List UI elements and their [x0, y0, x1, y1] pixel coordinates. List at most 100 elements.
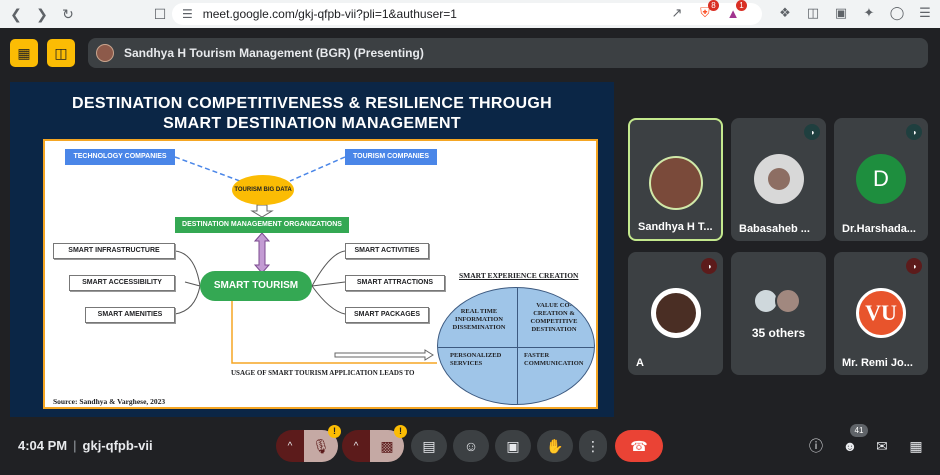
people-count-badge: 41 [850, 424, 868, 437]
diagram-connectors [174, 156, 437, 364]
sidebar-icon[interactable]: ◫ [806, 5, 820, 20]
rewards-badge: 1 [736, 0, 747, 11]
mic-control-group: ^ 🎙 ! [276, 425, 341, 462]
participant-name: Babasaheb ... [739, 223, 810, 235]
leo-icon[interactable]: ✦ [863, 5, 875, 20]
smart-packages-box: SMART PACKAGES [345, 307, 429, 323]
apps-grid-icon: ▦ [909, 437, 923, 454]
people-button[interactable]: ☻ [840, 436, 860, 456]
smart-activities-box: SMART ACTIVITIES [345, 243, 429, 259]
participant-tile-remi[interactable]: ◑ VU Mr. Remi Jo... [834, 252, 928, 375]
pop-out-icon: ◫ [54, 44, 68, 61]
participant-avatar: VU [856, 288, 906, 338]
shield-count-badge: 8 [708, 0, 719, 11]
participant-tile-babasaheb[interactable]: ◑ Babasaheb ... [731, 118, 826, 241]
address-bar[interactable]: ☰ meet.google.com/gkj-qfpb-vii?pli=1&aut… [172, 3, 762, 25]
slide-title-line1: DESTINATION COMPETITIVENESS & RESILIENCE… [72, 95, 552, 112]
current-time: 4:04 PM [18, 438, 68, 453]
browser-toolbar: ❮ ❯ ↻ ☐ ☰ meet.google.com/gkj-qfpb-vii?p… [0, 0, 940, 28]
vpn-icon[interactable]: ◯ [889, 5, 905, 20]
brave-shield-icon[interactable]: ⛨8 [696, 0, 719, 22]
slide-title-line2: SMART DESTINATION MANAGEMENT [163, 115, 461, 132]
url-text: meet.google.com/gkj-qfpb-vii?pli=1&authu… [202, 7, 457, 21]
browser-actions: ↗ ⛨8 ▲1 ❖ ◫ ▣ ✦ ◯ ☰ [668, 0, 934, 22]
chat-button[interactable]: ✉ [872, 436, 892, 456]
mic-warning-icon: ! [328, 425, 341, 438]
smart-amenities-box: SMART AMENITIES [85, 307, 175, 323]
others-avatar-2 [775, 288, 801, 314]
participant-tile-others[interactable]: 35 others [731, 252, 826, 375]
participant-name: Mr. Remi Jo... [842, 357, 913, 369]
quadrant-personalized: PERSONALIZED SERVICES [450, 352, 502, 367]
technology-companies-box: TECHNOLOGY COMPANIES [65, 149, 175, 165]
more-options-button[interactable]: ⋮ [579, 430, 607, 462]
quadrant-faster-communication: FASTER COMMUNICATION [524, 352, 584, 367]
meeting-details-button[interactable]: ⓘ [806, 436, 826, 456]
participant-name: Dr.Harshada... [842, 223, 916, 235]
quadrant-value-co-creation: VALUE CO-CREATION & COMPETITIVE DESTINAT… [530, 302, 578, 333]
camera-options-chevron-icon[interactable]: ^ [342, 430, 370, 462]
site-settings-icon[interactable]: ☰ [182, 7, 193, 21]
reload-icon[interactable]: ↻ [62, 5, 74, 22]
people-icon: ☻ [842, 438, 858, 454]
camera-toggle-button[interactable]: ▩ ! [370, 425, 407, 462]
participant-avatar [650, 288, 701, 338]
menu-icon[interactable]: ☰ [919, 5, 931, 20]
participant-initial: VU [865, 300, 897, 325]
smart-attractions-box: SMART ATTRACTIONS [345, 275, 445, 291]
presenter-label: Sandhya H Tourism Management (BGR) (Pres… [124, 46, 424, 60]
participant-avatar: D [856, 154, 906, 204]
reactions-button[interactable]: ☺ [453, 430, 489, 462]
participant-avatar [753, 154, 804, 204]
wallet-icon[interactable]: ▣ [834, 5, 848, 20]
hide-pane-icon: ▦ [17, 44, 31, 61]
mic-off-icon: 🎙 [312, 437, 330, 454]
usage-text: USAGE OF SMART TOURISM APPLICATION LEADS… [231, 369, 415, 377]
hide-presentation-button[interactable]: ▦ [10, 39, 38, 67]
others-label: 35 others [751, 326, 806, 340]
forward-icon[interactable]: ❯ [36, 5, 48, 22]
participant-initial: D [873, 166, 889, 191]
mic-off-icon: ◑ [906, 258, 922, 274]
tourism-companies-box: TOURISM COMPANIES [345, 149, 437, 165]
share-icon[interactable]: ↗ [671, 5, 683, 20]
mic-off-icon: ◑ [804, 124, 820, 140]
captions-button[interactable]: ▤ [411, 430, 447, 462]
captions-icon: ▤ [422, 437, 436, 454]
meeting-code: gkj-qfpb-vii [82, 438, 153, 453]
tourism-big-data-ellipse: TOURISM BIG DATA [232, 175, 294, 205]
brave-rewards-icon[interactable]: ▲1 [724, 0, 747, 22]
back-icon[interactable]: ❮ [10, 5, 22, 22]
mic-off-icon: ◑ [701, 258, 717, 274]
more-vert-icon: ⋮ [586, 437, 600, 454]
camera-off-icon: ▩ [380, 437, 394, 454]
quadrant-real-time: REAL TIME INFORMATION DISSEMINATION [452, 308, 506, 331]
activities-button[interactable]: ▦ [906, 436, 926, 456]
slide-title: DESTINATION COMPETITIVENESS & RESILIENCE… [10, 94, 614, 134]
camera-control-group: ^ ▩ ! [342, 425, 407, 462]
mic-off-icon: ◑ [906, 124, 922, 140]
hand-icon: ✋ [546, 437, 564, 454]
participant-name: A [636, 357, 644, 369]
participant-tile-a[interactable]: ◑ A [628, 252, 723, 375]
dmo-box: DESTINATION MANAGEMENT ORGANIZATIONS [175, 217, 349, 233]
bookmark-icon[interactable]: ☐ [153, 5, 167, 22]
extensions-icon[interactable]: ❖ [779, 5, 791, 20]
presenter-bar: Sandhya H Tourism Management (BGR) (Pres… [88, 38, 928, 68]
pop-out-button[interactable]: ◫ [47, 39, 75, 67]
raise-hand-button[interactable]: ✋ [537, 430, 573, 462]
present-button[interactable]: ▣ [495, 430, 531, 462]
smart-tourism-node: SMART TOURISM [200, 271, 312, 301]
presenter-avatar [96, 44, 114, 62]
smart-infrastructure-box: SMART INFRASTRUCTURE [53, 243, 175, 259]
participant-tile-sandhya[interactable]: Sandhya H T... [628, 118, 723, 241]
slide-diagram: TECHNOLOGY COMPANIES TOURISM COMPANIES T… [43, 139, 598, 409]
presentation-slide: DESTINATION COMPETITIVENESS & RESILIENCE… [10, 82, 614, 417]
leave-call-button[interactable]: ☎ [615, 430, 663, 462]
slide-source: Source: Sandhya & Varghese, 2023 [53, 397, 166, 406]
participant-tile-harshada[interactable]: ◑ D Dr.Harshada... [834, 118, 928, 241]
mic-toggle-button[interactable]: 🎙 ! [304, 425, 341, 462]
meeting-info: 4:04 PM|gkj-qfpb-vii [18, 438, 153, 453]
chat-icon: ✉ [876, 437, 888, 454]
mic-options-chevron-icon[interactable]: ^ [276, 430, 304, 462]
